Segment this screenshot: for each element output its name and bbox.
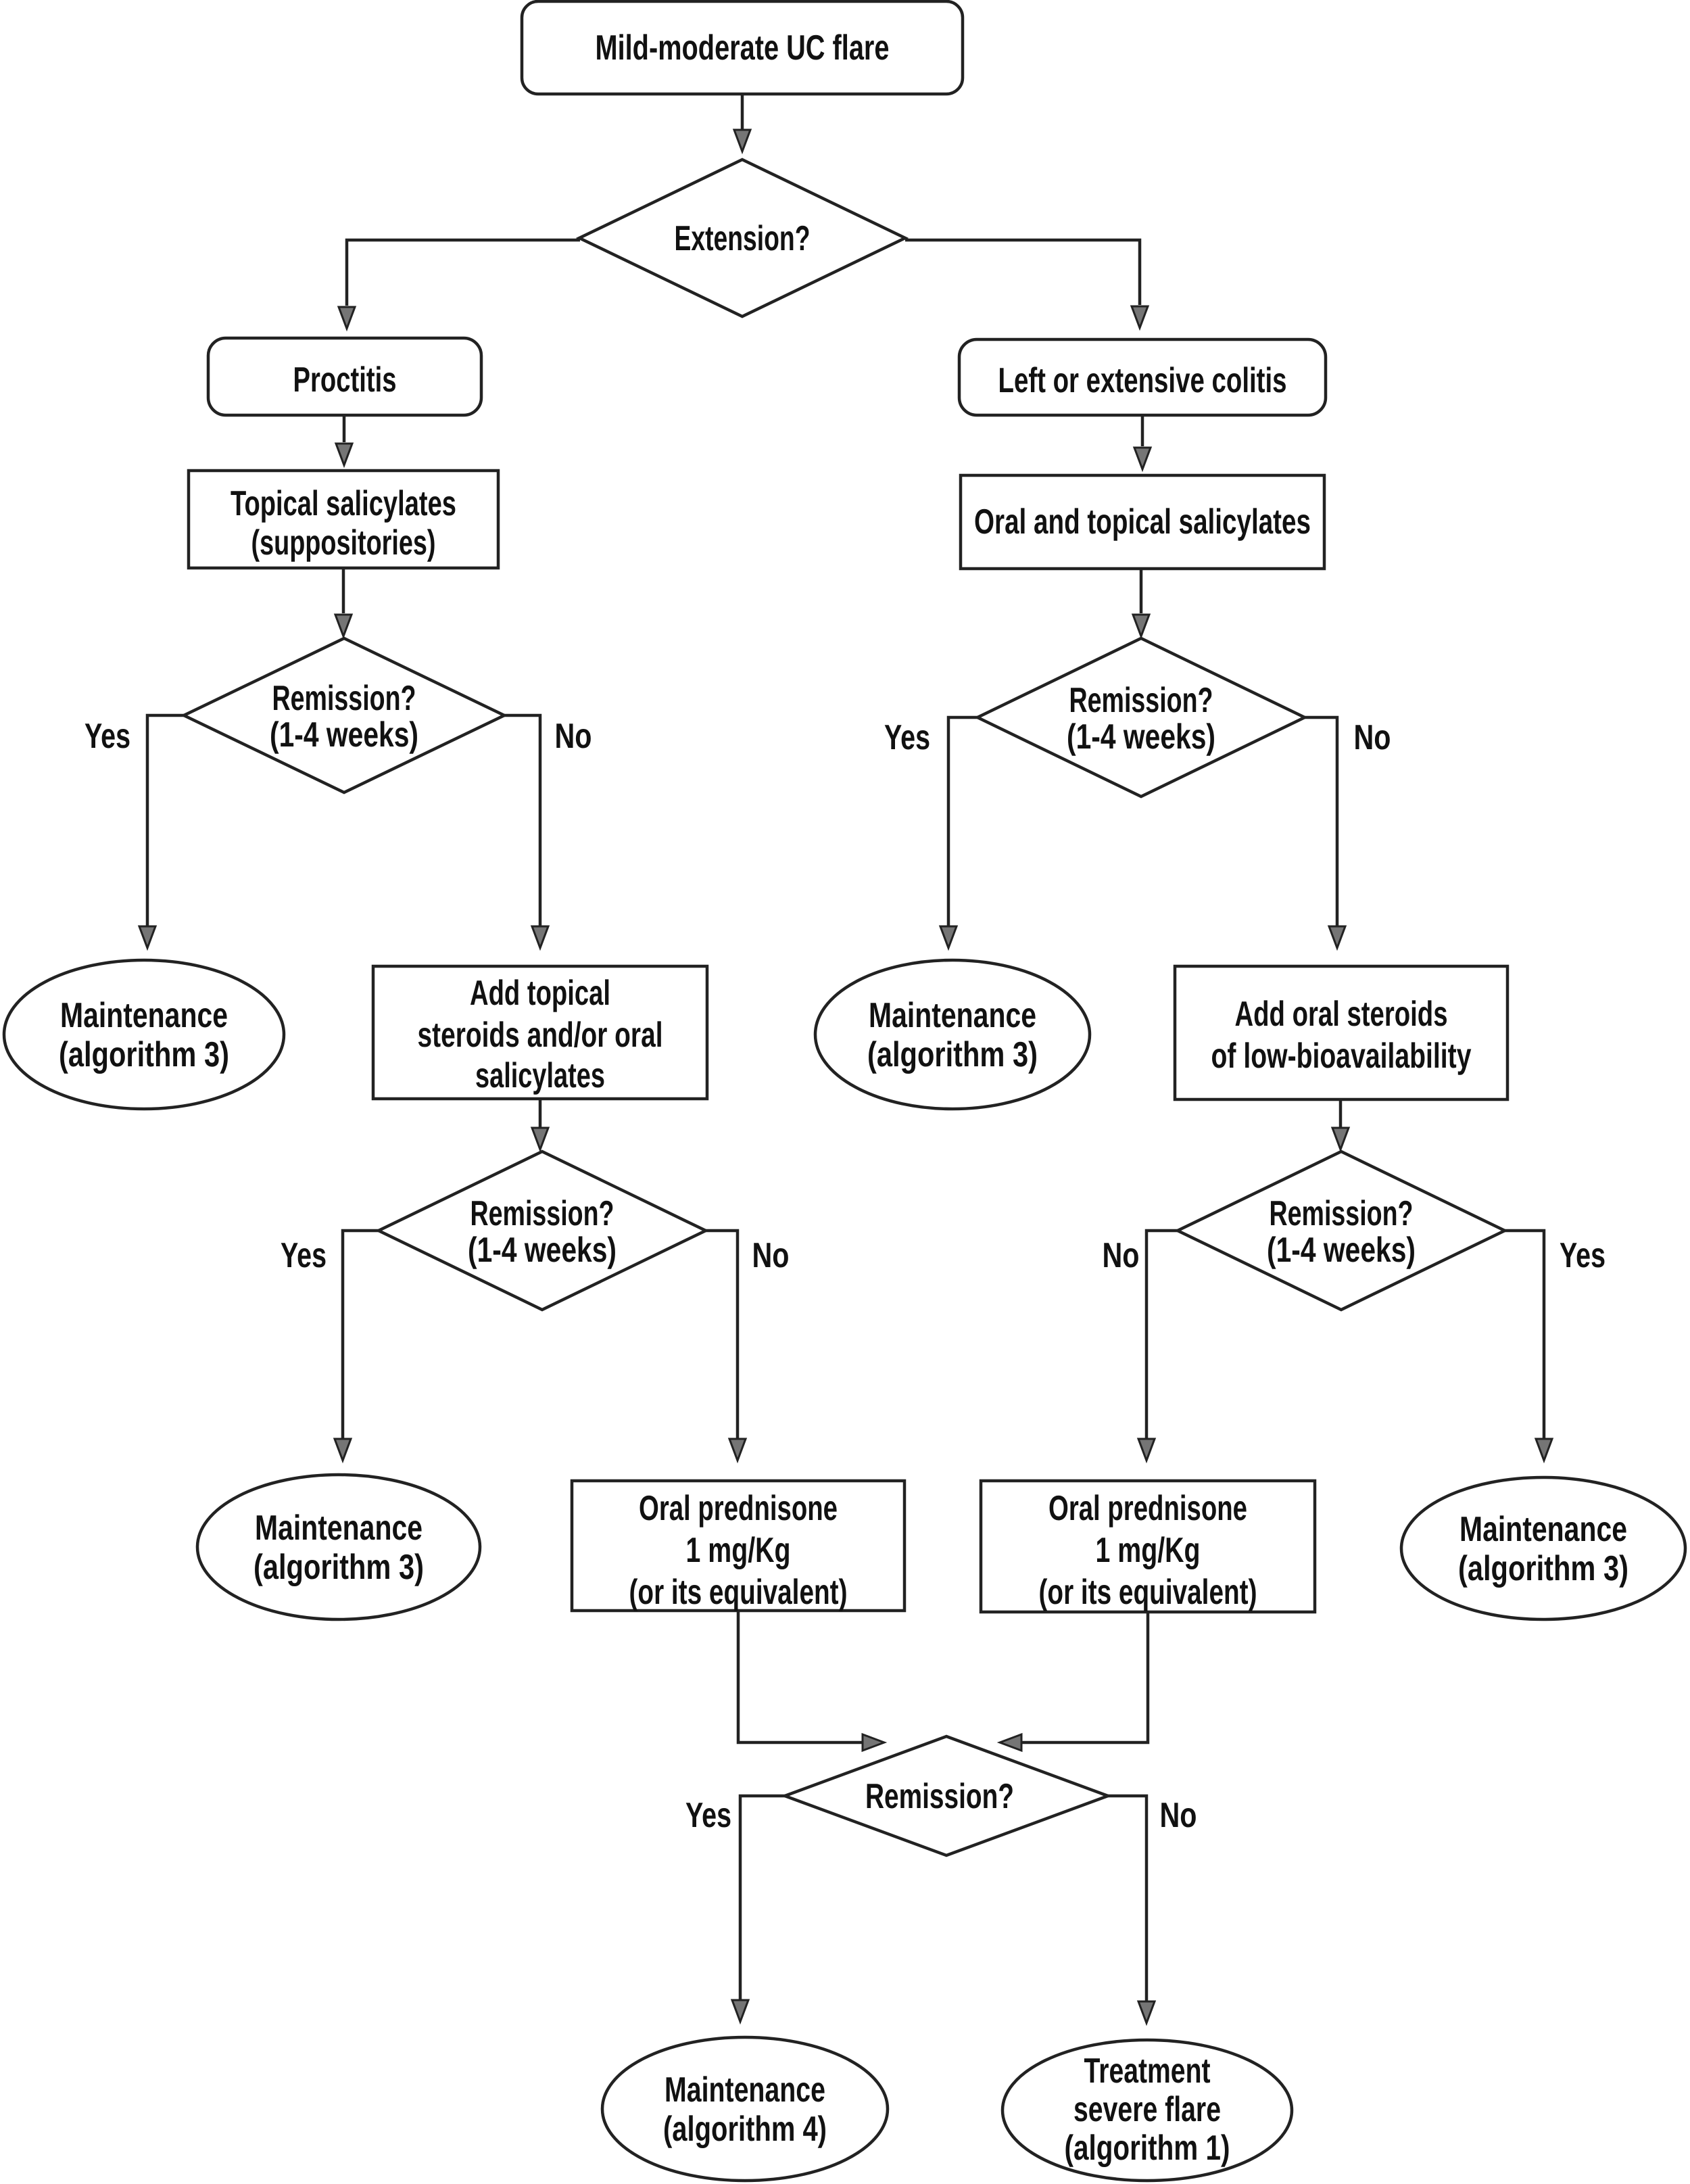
svg-text:(algorithm 3): (algorithm 3) xyxy=(59,1035,229,1074)
svg-text:(1-4 weeks): (1-4 weeks) xyxy=(468,1231,617,1270)
svg-text:Treatment: Treatment xyxy=(1084,2051,1211,2091)
svg-text:Yes: Yes xyxy=(884,718,930,757)
svg-text:No: No xyxy=(1354,718,1391,757)
svg-text:Extension?: Extension? xyxy=(675,219,811,258)
svg-text:Maintenance: Maintenance xyxy=(60,996,228,1035)
svg-text:Remission?: Remission? xyxy=(470,1194,614,1233)
svg-text:(algorithm 3): (algorithm 3) xyxy=(254,1548,424,1587)
svg-text:Oral prednisone: Oral prednisone xyxy=(1048,1489,1247,1528)
svg-text:(1-4 weeks): (1-4 weeks) xyxy=(1067,717,1215,757)
svg-text:Maintenance: Maintenance xyxy=(665,2070,825,2110)
svg-text:(or its equivalent): (or its equivalent) xyxy=(1039,1573,1257,1612)
svg-text:(algorithm 3): (algorithm 3) xyxy=(1458,1549,1628,1588)
svg-text:(1-4 weeks): (1-4 weeks) xyxy=(270,715,418,755)
svg-text:of low-bioavailability: of low-bioavailability xyxy=(1211,1037,1472,1076)
svg-text:Yes: Yes xyxy=(1560,1236,1606,1275)
svg-text:No: No xyxy=(1103,1236,1140,1275)
svg-text:(or its equivalent): (or its equivalent) xyxy=(629,1573,848,1612)
svg-text:(1-4 weeks): (1-4 weeks) xyxy=(1267,1231,1416,1270)
svg-text:severe flare: severe flare xyxy=(1073,2090,1221,2129)
svg-text:Add oral steroids: Add oral steroids xyxy=(1235,995,1448,1034)
svg-text:No: No xyxy=(1160,1796,1197,1835)
svg-text:Yes: Yes xyxy=(685,1796,731,1835)
svg-text:No: No xyxy=(555,717,592,756)
svg-text:(algorithm 1): (algorithm 1) xyxy=(1065,2129,1230,2168)
svg-text:Maintenance: Maintenance xyxy=(869,996,1036,1035)
svg-text:1 mg/Kg: 1 mg/Kg xyxy=(1096,1531,1201,1570)
svg-text:Mild-moderate UC flare: Mild-moderate UC flare xyxy=(596,28,890,68)
svg-text:Add topical: Add topical xyxy=(470,974,610,1013)
svg-text:Yes: Yes xyxy=(281,1236,327,1275)
svg-text:steroids and/or oral: steroids and/or oral xyxy=(418,1016,663,1055)
svg-text:Remission?: Remission? xyxy=(1270,1194,1414,1233)
svg-text:Maintenance: Maintenance xyxy=(255,1509,422,1548)
svg-text:Oral prednisone: Oral prednisone xyxy=(639,1489,838,1528)
svg-text:Remission?: Remission? xyxy=(1069,681,1213,720)
svg-text:(algorithm 3): (algorithm 3) xyxy=(867,1035,1038,1074)
svg-text:(suppositories): (suppositories) xyxy=(251,523,436,563)
svg-text:salicylates: salicylates xyxy=(475,1056,605,1095)
svg-text:Left or extensive colitis: Left or extensive colitis xyxy=(998,361,1287,400)
svg-text:Topical salicylates: Topical salicylates xyxy=(231,484,456,523)
svg-text:Oral and topical salicylates: Oral and topical salicylates xyxy=(974,502,1311,542)
svg-text:1 mg/Kg: 1 mg/Kg xyxy=(686,1531,791,1570)
svg-text:(algorithm 4): (algorithm 4) xyxy=(663,2110,827,2149)
svg-text:Maintenance: Maintenance xyxy=(1459,1510,1627,1549)
svg-text:No: No xyxy=(752,1236,790,1275)
svg-text:Remission?: Remission? xyxy=(865,1777,1014,1816)
svg-text:Remission?: Remission? xyxy=(272,679,416,718)
svg-text:Proctitis: Proctitis xyxy=(293,360,397,400)
svg-text:Yes: Yes xyxy=(84,717,130,756)
